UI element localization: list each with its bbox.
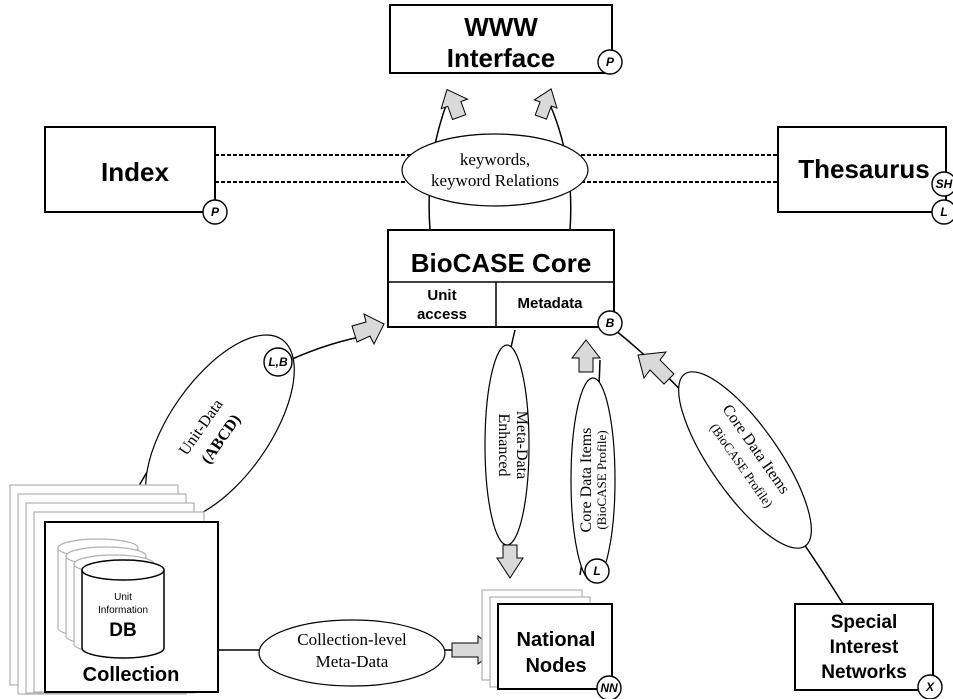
collection-stack: Unit Information DB Collection [9, 484, 219, 695]
core-items-sin-ellipse-shape [678, 371, 812, 549]
arrow-to-unit-access [351, 313, 385, 346]
www-badge-circle [597, 49, 623, 75]
core-badge-circle [597, 310, 623, 336]
special-line2: Interest [830, 637, 899, 658]
enhanced-line2: Meta-Data [513, 411, 530, 479]
metadata-label: Metadata [517, 295, 583, 312]
index-label: Index [101, 157, 169, 187]
biocase-core-rect [387, 229, 615, 328]
index-badge: P [211, 205, 220, 219]
arrow-to-metadata [570, 339, 602, 373]
biocase-core-box: BioCASE Core Unit access Metadata B [387, 229, 623, 336]
enhanced-line1: Enhanced [495, 413, 512, 476]
thesaurus-rect [777, 126, 947, 213]
collection-meta-line1: Collection-level [297, 630, 407, 649]
special-badge-circle [917, 674, 943, 699]
index-box: Index P [44, 126, 228, 225]
thesaurus-badge2-circle [931, 199, 953, 225]
www-interface-box: WWW Interface P [389, 4, 623, 75]
unit-access-line1: Unit [427, 287, 456, 304]
keywords-ellipse-shape [401, 133, 589, 207]
keywords-ellipse: keywords, keyword Relations [401, 133, 589, 207]
enhanced-meta-ellipse-shape [484, 344, 530, 546]
biocase-core-title: BioCASE Core [411, 248, 592, 278]
core-badge: B [606, 316, 615, 330]
index-rect [44, 126, 216, 213]
db-line2: Information [98, 605, 148, 616]
special-interest-rect-full [794, 603, 934, 691]
unit-access-line2: access [417, 306, 467, 323]
national-badge-circle [596, 675, 622, 699]
keywords-line1: keywords, [460, 150, 530, 169]
national-line2: Nodes [525, 655, 586, 677]
core-items-nn-badge: L [593, 564, 600, 578]
unit-data-ellipse: Unit-Data (ABCD) L,B [145, 334, 295, 522]
unit-data-badge: L,B [268, 355, 288, 369]
national-badge: NN [600, 681, 618, 695]
arrow-to-www-left [440, 88, 469, 121]
national-line1: National [517, 629, 596, 651]
special-interest-box: Special Interest Networks X [794, 603, 943, 699]
www-badge: P [606, 55, 615, 69]
core-items-nn-ellipse: Core Data Items (BioCASE Profile) L [570, 377, 616, 584]
thesaurus-box: Thesaurus SH L [777, 126, 953, 225]
keywords-line2: keyword Relations [431, 171, 559, 190]
db-line1: Unit [114, 592, 132, 603]
www-label: WWW [464, 12, 538, 42]
core-items-sin-ellipse: Core Data Items (BioCASE Profile) [678, 371, 812, 549]
national-nodes-stack: National Nodes NN [481, 589, 622, 699]
thesaurus-badge1-circle [931, 171, 953, 197]
arrow-to-national-nodes [496, 544, 524, 579]
collection-meta-ellipse: Collection-level Meta-Data [258, 619, 446, 687]
special-line3: Networks [821, 662, 907, 683]
thesaurus-label: Thesaurus [798, 154, 930, 184]
core-items-nn-line2: (BioCASE Profile) [594, 430, 609, 529]
db-label: DB [109, 620, 136, 641]
thesaurus-badge-sh: SH [936, 177, 953, 191]
thesaurus-badge-l: L [940, 205, 947, 219]
unit-data-badge-circle [263, 347, 293, 377]
enhanced-meta-ellipse: Enhanced Meta-Data [484, 344, 530, 546]
www-interface-rect [389, 4, 613, 74]
arrow-from-sin [637, 351, 675, 385]
special-line1: Special [831, 612, 898, 633]
collection-meta-line2: Meta-Data [316, 652, 389, 671]
interface-label: Interface [447, 43, 555, 73]
index-badge-circle [202, 199, 228, 225]
collection-meta-ellipse-shape [258, 619, 446, 687]
core-items-nn-badge-circle [584, 558, 610, 584]
special-badge: X [925, 680, 935, 694]
core-items-nn-line1: Core Data Items [578, 428, 595, 533]
db-cylinder: Unit Information DB [81, 559, 165, 659]
national-nodes-rect [497, 603, 613, 690]
arrow-to-www-right [533, 88, 558, 120]
collection-label: Collection [83, 664, 180, 686]
